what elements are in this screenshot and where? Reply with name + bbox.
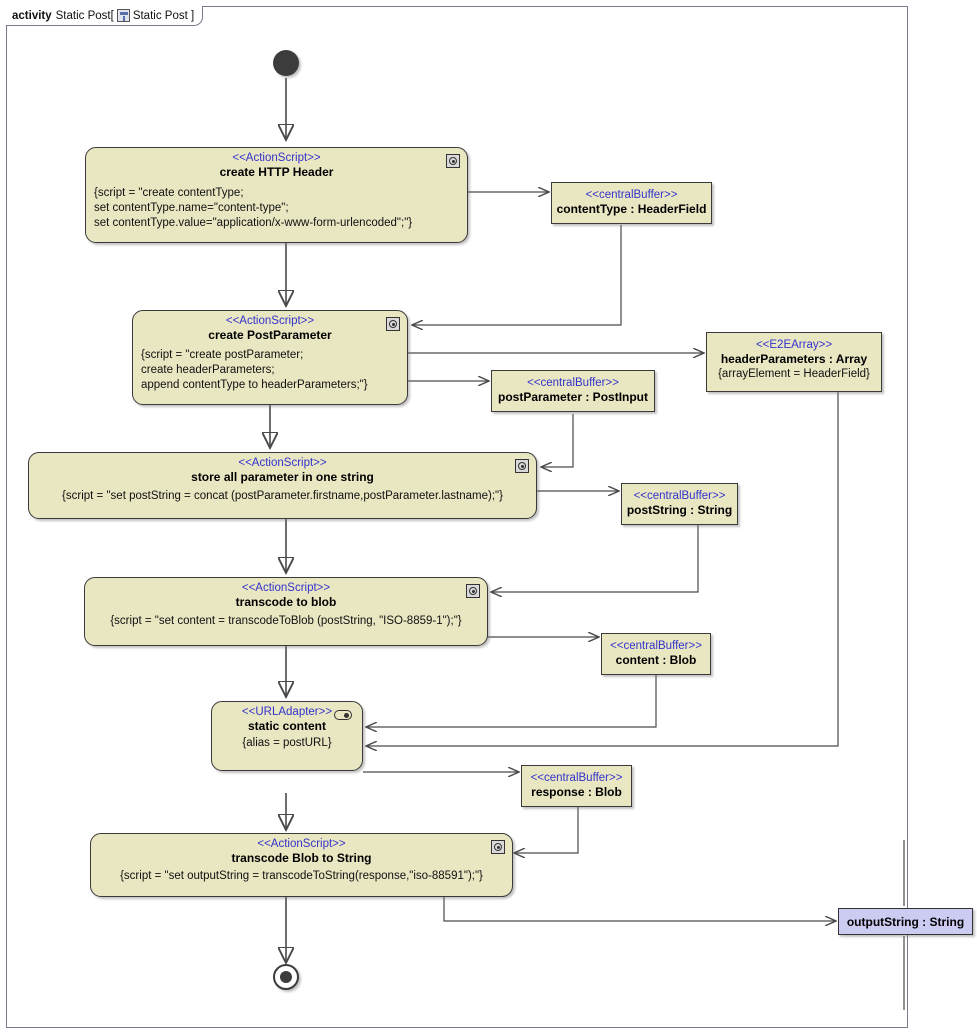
node-constraint: {arrayElement = HeaderField} [718,368,870,380]
buffer-post-parameter[interactable]: <<centralBuffer>> postParameter : PostIn… [491,370,655,412]
node-title: transcode Blob to String [231,851,372,865]
action-store-all-parameter[interactable]: <<ActionScript>> store all parameter in … [28,452,537,519]
script-line: {script = "set content = transcodeToBlob… [110,615,462,627]
stereotype-label: <<URLAdapter>> [241,706,333,718]
action-transcode-blob-to-string[interactable]: <<ActionScript>> transcode Blob to Strin… [90,833,513,897]
frame-inner-name: Static Post ] [132,9,195,22]
stereotype-label: <<ActionScript>> [241,582,331,594]
action-create-post-parameter[interactable]: <<ActionScript>> create PostParameter {s… [132,310,408,405]
initial-node[interactable] [273,50,299,76]
object-output-string[interactable]: outputString : String [838,908,973,935]
url-adapter-icon [334,710,352,720]
script-line: {script = "set outputString = transcodeT… [120,870,483,882]
script-line: append contentType to headerParameters;"… [141,379,368,391]
buffer-post-string[interactable]: <<centralBuffer>> postString : String [621,483,738,525]
node-title: content : Blob [615,653,697,667]
script-line: {script = "set postString = concat (post… [62,490,503,502]
stereotype-label: <<ActionScript>> [257,838,346,850]
frame-keyword: activity [12,9,52,22]
action-script-icon [446,154,460,168]
stereotype-label: <<centralBuffer>> [610,640,702,652]
node-title: postParameter : PostInput [497,390,649,404]
stereotype-label: <<ActionScript>> [232,152,321,164]
node-constraint: {alias = postURL} [242,737,332,749]
action-script-icon [386,317,400,331]
stereotype-label: <<centralBuffer>> [585,189,678,201]
node-title: create HTTP Header [219,165,334,179]
action-static-content-url-adapter[interactable]: <<URLAdapter>> static content {alias = p… [211,701,363,771]
stereotype-label: <<E2EArray>> [755,339,833,351]
stereotype-label: <<ActionScript>> [225,315,315,327]
frame-name: Static Post[ [55,9,114,22]
node-title: static content [247,719,326,733]
final-node[interactable] [273,964,299,990]
action-create-http-header[interactable]: <<ActionScript>> create HTTP Header {scr… [85,147,468,243]
action-transcode-to-blob[interactable]: <<ActionScript>> transcode to blob {scri… [84,577,488,646]
script-line: create headerParameters; [141,364,275,376]
node-title: store all parameter in one string [191,470,374,484]
activity-frame-label: activity Static Post[ Static Post ] [6,6,204,26]
action-script-icon [491,840,505,854]
stereotype-label: <<ActionScript>> [238,457,327,469]
script-line: set contentType.value="application/x-www… [94,217,413,229]
action-script-icon [466,584,480,598]
action-script-icon [515,459,529,473]
script-line: {script = "create postParameter; [141,349,304,361]
node-title: contentType : HeaderField [556,202,707,216]
node-title: headerParameters : Array [720,352,868,366]
stereotype-label: <<centralBuffer>> [530,772,623,784]
buffer-response[interactable]: <<centralBuffer>> response : Blob [521,765,632,807]
node-title: postString : String [626,503,733,517]
node-title: response : Blob [531,785,622,799]
script-line: {script = "create contentType; [94,187,244,199]
object-header-parameters-array[interactable]: <<E2EArray>> headerParameters : Array {a… [706,332,882,392]
stereotype-label: <<centralBuffer>> [633,490,726,502]
script-line: set contentType.name="content-type"; [94,202,289,214]
node-title: outputString : String [846,914,965,929]
activity-frame [6,6,908,1028]
activity-diagram-icon [116,9,130,22]
stereotype-label: <<centralBuffer>> [527,377,619,389]
buffer-content-type[interactable]: <<centralBuffer>> contentType : HeaderFi… [551,182,712,224]
node-title: transcode to blob [235,595,337,609]
node-title: create PostParameter [208,328,332,342]
buffer-content[interactable]: <<centralBuffer>> content : Blob [601,633,711,675]
